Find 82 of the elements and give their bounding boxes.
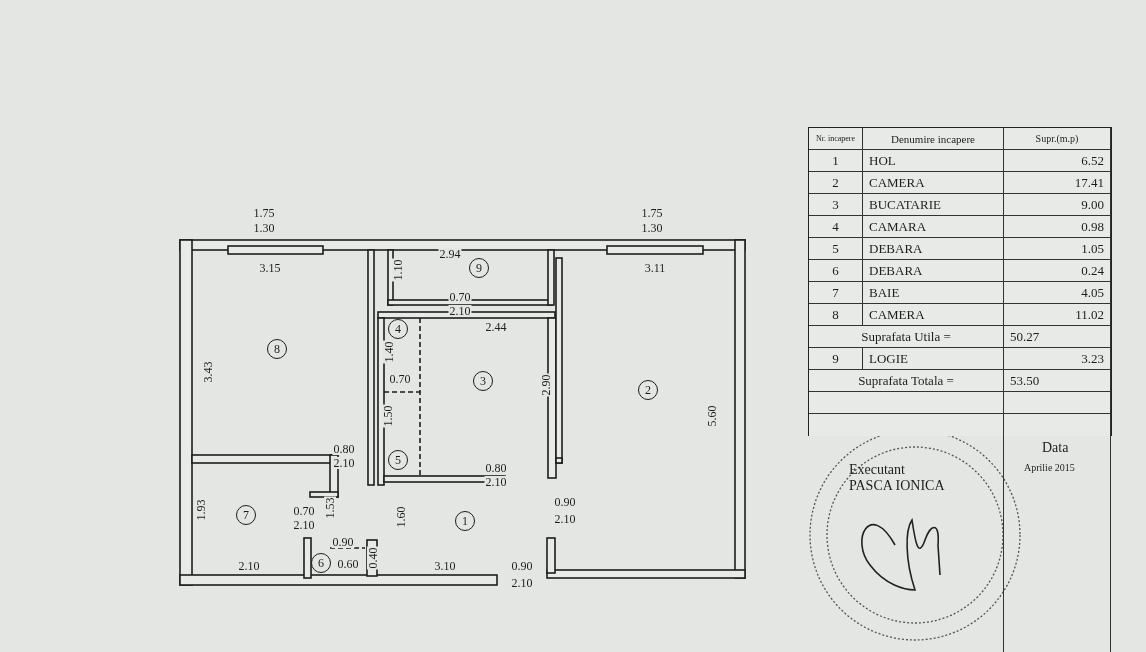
dimension-label: 2.10 [448,305,472,317]
dimension-label: 2.94 [438,248,462,260]
dimension-label: 1.93 [195,498,207,522]
dimension-label: 0.60 [336,558,360,570]
room-callout-number: 9 [469,258,489,278]
total-label: Suprafata Utila = [809,326,1004,348]
dimension-label: 1.10 [392,258,404,282]
dimension-label: 0.70 [292,505,316,517]
dimension-label: 0.70 [448,291,472,303]
dimension-label: 3.10 [433,560,457,572]
room-name: CAMERA [863,172,1004,194]
dimension-label: 1.30 [640,222,664,234]
room-name: LOGIE [863,348,1004,370]
dimension-label: 2.10 [292,519,316,531]
dimension-label: 0.90 [510,560,534,572]
room-callout-number: 6 [311,553,331,573]
room-name: BUCATARIE [863,194,1004,216]
room-number: 4 [809,216,863,238]
room-name: CAMERA [863,304,1004,326]
room-number: 1 [809,150,863,172]
room-number: 6 [809,260,863,282]
column-header: Nr. incapere [809,128,863,150]
dimension-label: 0.90 [331,536,355,548]
room-area: 6.52 [1004,150,1111,172]
room-number: 2 [809,172,863,194]
room-callout-number: 7 [236,505,256,525]
room-area: 0.24 [1004,260,1111,282]
dimension-label: 1.40 [383,340,395,364]
room-name: CAMARA [863,216,1004,238]
room-name: HOL [863,150,1004,172]
room-name: DEBARA [863,238,1004,260]
room-number: 8 [809,304,863,326]
date-value: Aprilie 2015 [1024,462,1075,473]
dimension-label: 2.90 [540,373,552,397]
room-callout-number: 8 [267,339,287,359]
dimension-label: 1.60 [395,505,407,529]
room-name: BAIE [863,282,1004,304]
room-area: 17.41 [1004,172,1111,194]
executant-label: Executant [849,462,905,478]
column-header: Supr.(m.p) [1004,128,1111,150]
dimension-label: 2.10 [553,513,577,525]
dimension-label: 0.70 [388,373,412,385]
dimension-label: 5.60 [706,404,718,428]
dimension-label: 0.90 [553,496,577,508]
dimension-label: 0.80 [332,443,356,455]
dimension-label: 0.80 [484,462,508,474]
room-callout-number: 5 [388,450,408,470]
total-label: Suprafata Totala = [809,370,1004,392]
dimension-label: 3.11 [643,262,667,274]
dimension-label: 1.53 [324,496,336,520]
column-header: Denumire incapere [863,128,1004,150]
dimension-label: 2.10 [484,476,508,488]
dimension-label: 2.10 [332,457,356,469]
room-callout-number: 3 [473,371,493,391]
dimension-label: 3.43 [202,360,214,384]
room-area: 3.23 [1004,348,1111,370]
dimension-label: 1.75 [640,207,664,219]
room-area: 4.05 [1004,282,1111,304]
dimension-label: 2.44 [484,321,508,333]
room-area: 11.02 [1004,304,1111,326]
room-number: 5 [809,238,863,260]
room-number: 7 [809,282,863,304]
dimension-label: 2.10 [237,560,261,572]
room-number: 3 [809,194,863,216]
room-area: 9.00 [1004,194,1111,216]
room-number: 9 [809,348,863,370]
total-area: 53.50 [1004,370,1111,392]
dimension-label: 3.15 [258,262,282,274]
room-area: 1.05 [1004,238,1111,260]
room-callout-number: 4 [388,319,408,339]
date-label: Data [1042,440,1069,456]
dimension-label: 1.30 [252,222,276,234]
dimension-label: 2.10 [510,577,534,589]
executant-name: PASCA IONICA [849,478,945,494]
dimension-label: 1.50 [382,404,394,428]
dimension-label: 0.40 [367,546,379,570]
total-area: 50.27 [1004,326,1111,348]
room-callout-number: 1 [455,511,475,531]
room-area: 0.98 [1004,216,1111,238]
room-callout-number: 2 [638,380,658,400]
dimension-label: 1.75 [252,207,276,219]
room-name: DEBARA [863,260,1004,282]
